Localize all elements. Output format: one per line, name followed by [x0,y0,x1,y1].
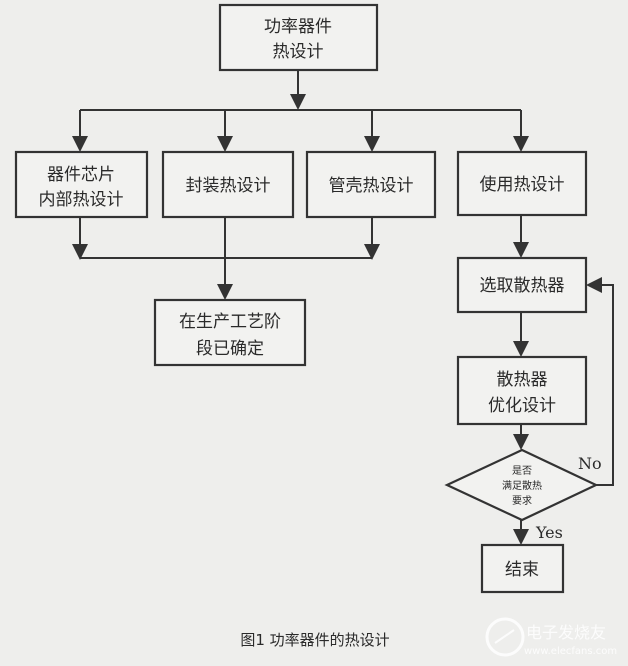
node-select-heatsink: 选取散热器 [456,256,588,314]
yes-label: Yes [535,523,563,542]
node-label: 结束 [505,560,539,580]
node-label: 内部热设计 [39,190,124,210]
connectors [72,70,614,545]
node-determined-in-production: 在生产工艺阶 段已确定 [153,298,307,367]
watermark: 电子发烧友 www.elecfans.com [485,617,617,657]
watermark-logo-icon [485,617,525,657]
node-label: 管壳热设计 [329,176,414,196]
node-heatsink-optimization: 散热器 优化设计 [456,355,588,426]
node-case-thermal-design: 管壳热设计 [305,150,437,219]
node-label: 功率器件 [264,17,332,37]
decision-label: 是否 [512,465,532,477]
node-label: 器件芯片 [47,165,115,185]
node-label: 封装热设计 [186,176,271,196]
node-label: 热设计 [273,42,324,62]
decision-label: 要求 [512,495,532,507]
node-label: 段已确定 [196,339,264,359]
node-label: 优化设计 [488,396,556,416]
watermark-brand: 电子发烧友 [526,623,606,642]
node-chip-internal-thermal-design: 器件芯片 内部热设计 [14,150,149,219]
node-usage-thermal-design: 使用热设计 [456,150,588,217]
node-label: 选取散热器 [480,276,565,296]
node-end: 结束 [480,543,565,594]
node-label: 使用热设计 [480,174,565,195]
no-label: No [578,454,602,473]
decision-label: 满足散热 [502,479,542,492]
watermark-url: www.elecfans.com [524,646,617,657]
decision-meets-requirements: 是否 满足散热 要求 [444,448,599,522]
figure-caption: 图1 功率器件的热设计 [240,631,389,649]
node-label: 散热器 [497,370,548,390]
node-label: 在生产工艺阶 [179,312,281,332]
node-package-thermal-design: 封装热设计 [161,150,295,219]
node-power-device-thermal-design: 功率器件 热设计 [218,3,379,72]
